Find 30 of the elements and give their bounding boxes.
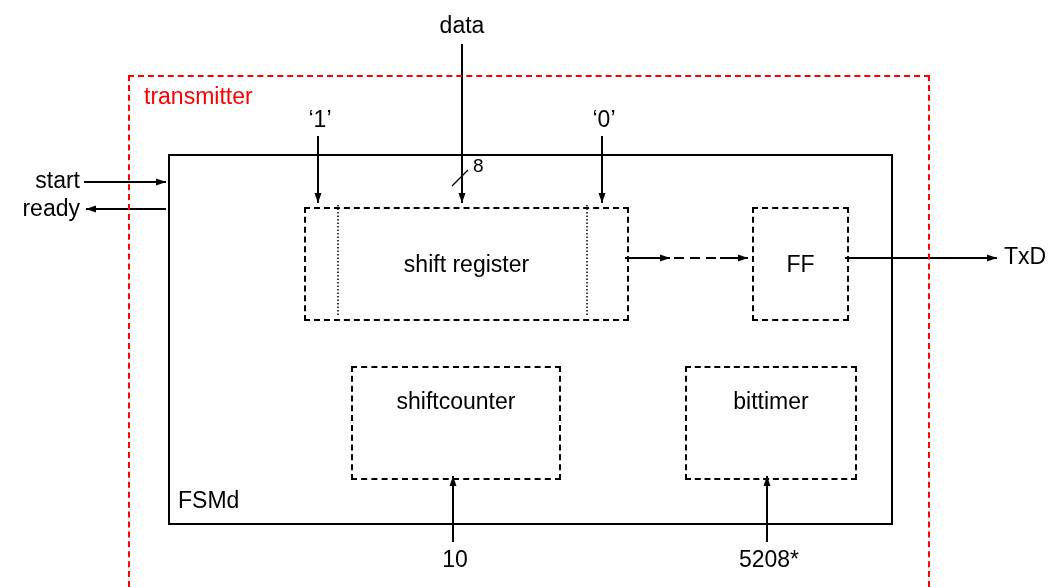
arrow [624, 254, 749, 262]
signal-label: 10 [442, 548, 468, 571]
register-box [304, 207, 629, 321]
signal-label: ready [22, 197, 80, 220]
arrow [844, 254, 998, 262]
arrow [458, 43, 466, 204]
block-label: shiftcounter [396, 390, 516, 413]
signal-label: TxD [1003, 245, 1047, 268]
block-label: shift register [403, 252, 530, 276]
signal-label: data [439, 14, 485, 37]
arrow [598, 135, 606, 204]
block-label: bittimer [733, 390, 809, 413]
arrow [763, 475, 771, 543]
block-label: FSMd [178, 489, 240, 512]
arrow [83, 178, 167, 186]
arrow [85, 205, 167, 213]
region-title: transmitter [144, 85, 253, 108]
signal-label: ‘1’ [308, 108, 332, 131]
signal-label: 5208* [738, 548, 800, 571]
timer-box [685, 366, 857, 480]
edge-label: 8 [473, 156, 484, 175]
arrow [449, 475, 457, 543]
flipflop-box [752, 207, 849, 321]
arrow [314, 135, 322, 204]
counter-box [351, 366, 561, 480]
system-boundary [128, 75, 930, 587]
block-label: FF [786, 252, 815, 276]
signal-label: start [35, 169, 80, 192]
fsm-box [168, 154, 893, 525]
signal-label: ‘0’ [592, 108, 616, 131]
